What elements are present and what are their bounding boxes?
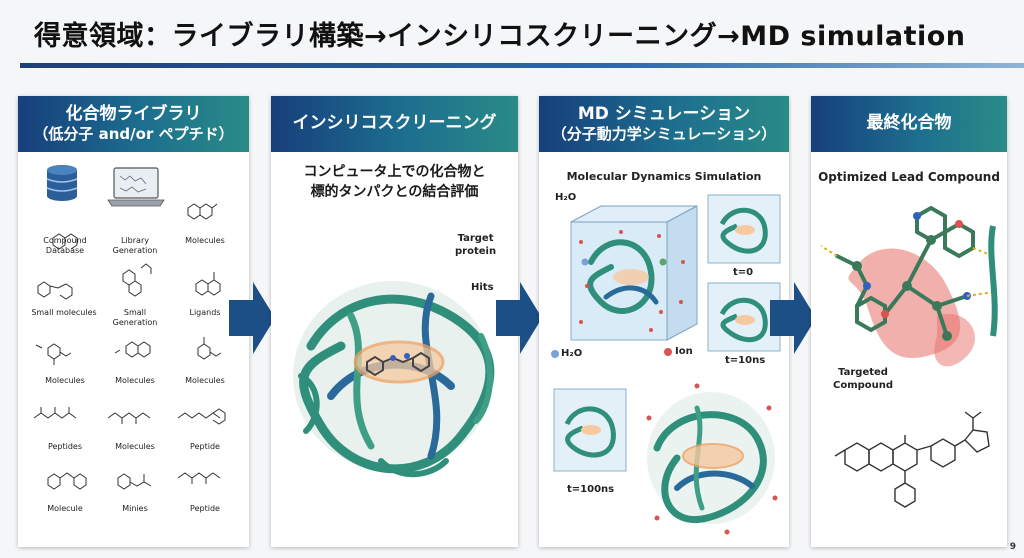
flow-arrow-icon (496, 282, 542, 354)
protein-closeup-illustration (646, 383, 778, 535)
panel-md-header: MD シミュレーション （分子動力学シミュレーション） (539, 96, 789, 152)
panel-md: MD シミュレーション （分子動力学シミュレーション） Molecular Dy… (539, 96, 789, 547)
lead-compound-3d-illustration (820, 205, 998, 367)
database-icon (46, 165, 78, 201)
library-caption: Molecules (185, 236, 225, 245)
screening-description: コンピュータ上での化合物と標的タンパクとの結合評価 (303, 164, 486, 201)
library-caption: Molecules (115, 376, 155, 385)
library-caption: Peptide (190, 504, 220, 513)
library-caption: Peptides (47, 442, 83, 451)
library-caption: Molecule (47, 504, 83, 513)
panel-md-title: MD シミュレーション (577, 104, 751, 124)
hits-label: Hits (471, 282, 494, 293)
library-caption: Peptide (190, 442, 220, 451)
water-legend-icon (551, 350, 559, 358)
md-subtitle: Molecular Dynamics Simulation (566, 170, 762, 183)
panel-library-subtitle: （低分子 and/or ペプチド） (33, 125, 234, 144)
library-caption: Minies (122, 504, 148, 513)
time-label-t10: t=10ns (725, 355, 766, 366)
panel-md-subtitle: （分子動力学シミュレーション） (551, 125, 777, 144)
protein-illustration (293, 281, 495, 478)
panel-screening-header: インシリコスクリーニング (271, 96, 518, 152)
final-subtitle: Optimized Lead Compound (818, 170, 1000, 184)
panel-library-header: 化合物ライブラリ （低分子 and/or ペプチド） (18, 96, 249, 152)
panel-library-title: 化合物ライブラリ (65, 104, 202, 124)
ion-legend-label: Ion (675, 346, 693, 357)
lead-compound-2d-structure (834, 411, 990, 508)
time-label-t100: t=100ns (567, 484, 615, 495)
library-caption: Ligands (189, 308, 221, 317)
flow-arrow-icon (229, 282, 275, 354)
time-label-t0: t=0 (733, 267, 754, 278)
panel-final-header: 最終化合物 (811, 96, 1007, 152)
page-number: 9 (1009, 542, 1016, 552)
flow-arrow-icon (770, 282, 816, 354)
molecule-sketches (33, 203, 226, 490)
library-caption: Molecules (115, 442, 155, 451)
library-caption: Molecules (185, 376, 225, 385)
panel-final-title: 最終化合物 (866, 113, 952, 134)
library-caption: Molecules (45, 376, 85, 385)
page-title: 得意領域：ライブラリ構築→インシリコスクリーニング→MD simulation (34, 21, 966, 52)
water-legend-label: H₂O (561, 348, 583, 359)
water-label: H₂O (555, 192, 577, 203)
snapshot-t0 (707, 194, 781, 264)
ion-legend-icon (664, 348, 672, 356)
panel-screening: インシリコスクリーニング コンピュータ上での化合物と標的タンパクとの結合評価 T… (271, 96, 518, 547)
library-caption: Small molecules (31, 308, 97, 317)
snapshot-t100 (553, 388, 627, 472)
panel-screening-title: インシリコスクリーニング (292, 113, 497, 134)
panel-library: 化合物ライブラリ （低分子 and/or ペプチド） (18, 96, 249, 547)
title-underline (20, 63, 1024, 68)
laptop-icon (107, 167, 165, 207)
water-box-illustration (570, 205, 698, 341)
snapshot-t10 (707, 282, 781, 352)
